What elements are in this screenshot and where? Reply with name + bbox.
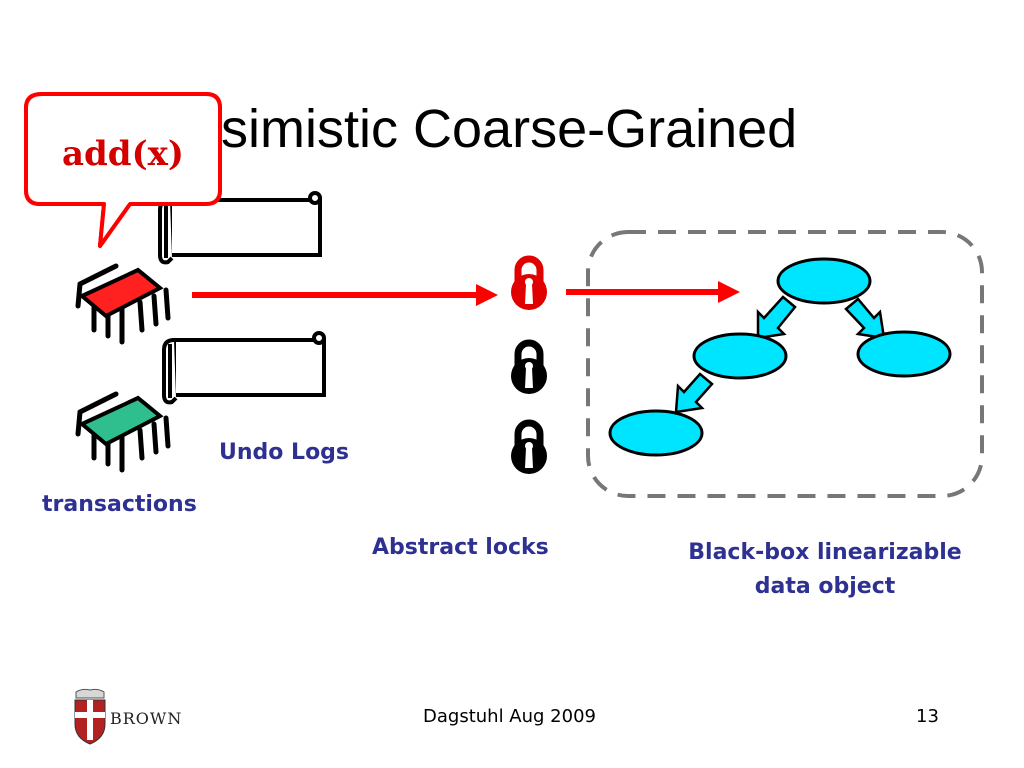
label-abstract-locks: Abstract locks xyxy=(372,535,549,560)
lock-free-icon xyxy=(511,339,547,394)
tree-node-root xyxy=(776,257,872,305)
undo-log-scroll-2 xyxy=(162,331,326,405)
arrow-to-lock xyxy=(192,284,498,306)
lock-free-icon xyxy=(511,419,547,474)
callout-overlay xyxy=(24,92,222,248)
label-data-object-line2: data object xyxy=(754,574,896,599)
title-ghost: Pessimistic Coarse-Grained xyxy=(128,99,798,159)
label-data-object: Black-box linearizable data object xyxy=(670,536,980,604)
tree-node-left xyxy=(692,332,788,380)
transaction-active-icon xyxy=(75,263,171,345)
brown-logo-icon xyxy=(74,688,106,745)
tree-edge-arrow xyxy=(674,372,714,414)
tree-node-right xyxy=(856,330,952,378)
tree-node-left-left xyxy=(608,409,704,457)
label-transactions: transactions xyxy=(42,492,197,517)
callout-bubble-overlay xyxy=(24,92,222,248)
lock-held-icon xyxy=(511,255,547,310)
tree-edge-arrow xyxy=(844,297,886,340)
tree-edge-arrow xyxy=(756,295,797,340)
footer-event: Dagstuhl Aug 2009 xyxy=(423,706,596,727)
data-object-boundary xyxy=(586,230,984,498)
page-number: 13 xyxy=(916,706,939,727)
transaction-idle-icon xyxy=(75,391,171,473)
label-undo-logs: Undo Logs xyxy=(219,440,350,465)
slide-title: Pessimistic Coarse-Grained xyxy=(128,99,798,159)
arrow-to-data-object xyxy=(566,281,740,303)
label-data-object-line1: Black-box linearizable xyxy=(688,540,962,565)
callout-text: add(x) xyxy=(62,134,185,174)
brown-logo-text: BROWN xyxy=(110,709,183,728)
